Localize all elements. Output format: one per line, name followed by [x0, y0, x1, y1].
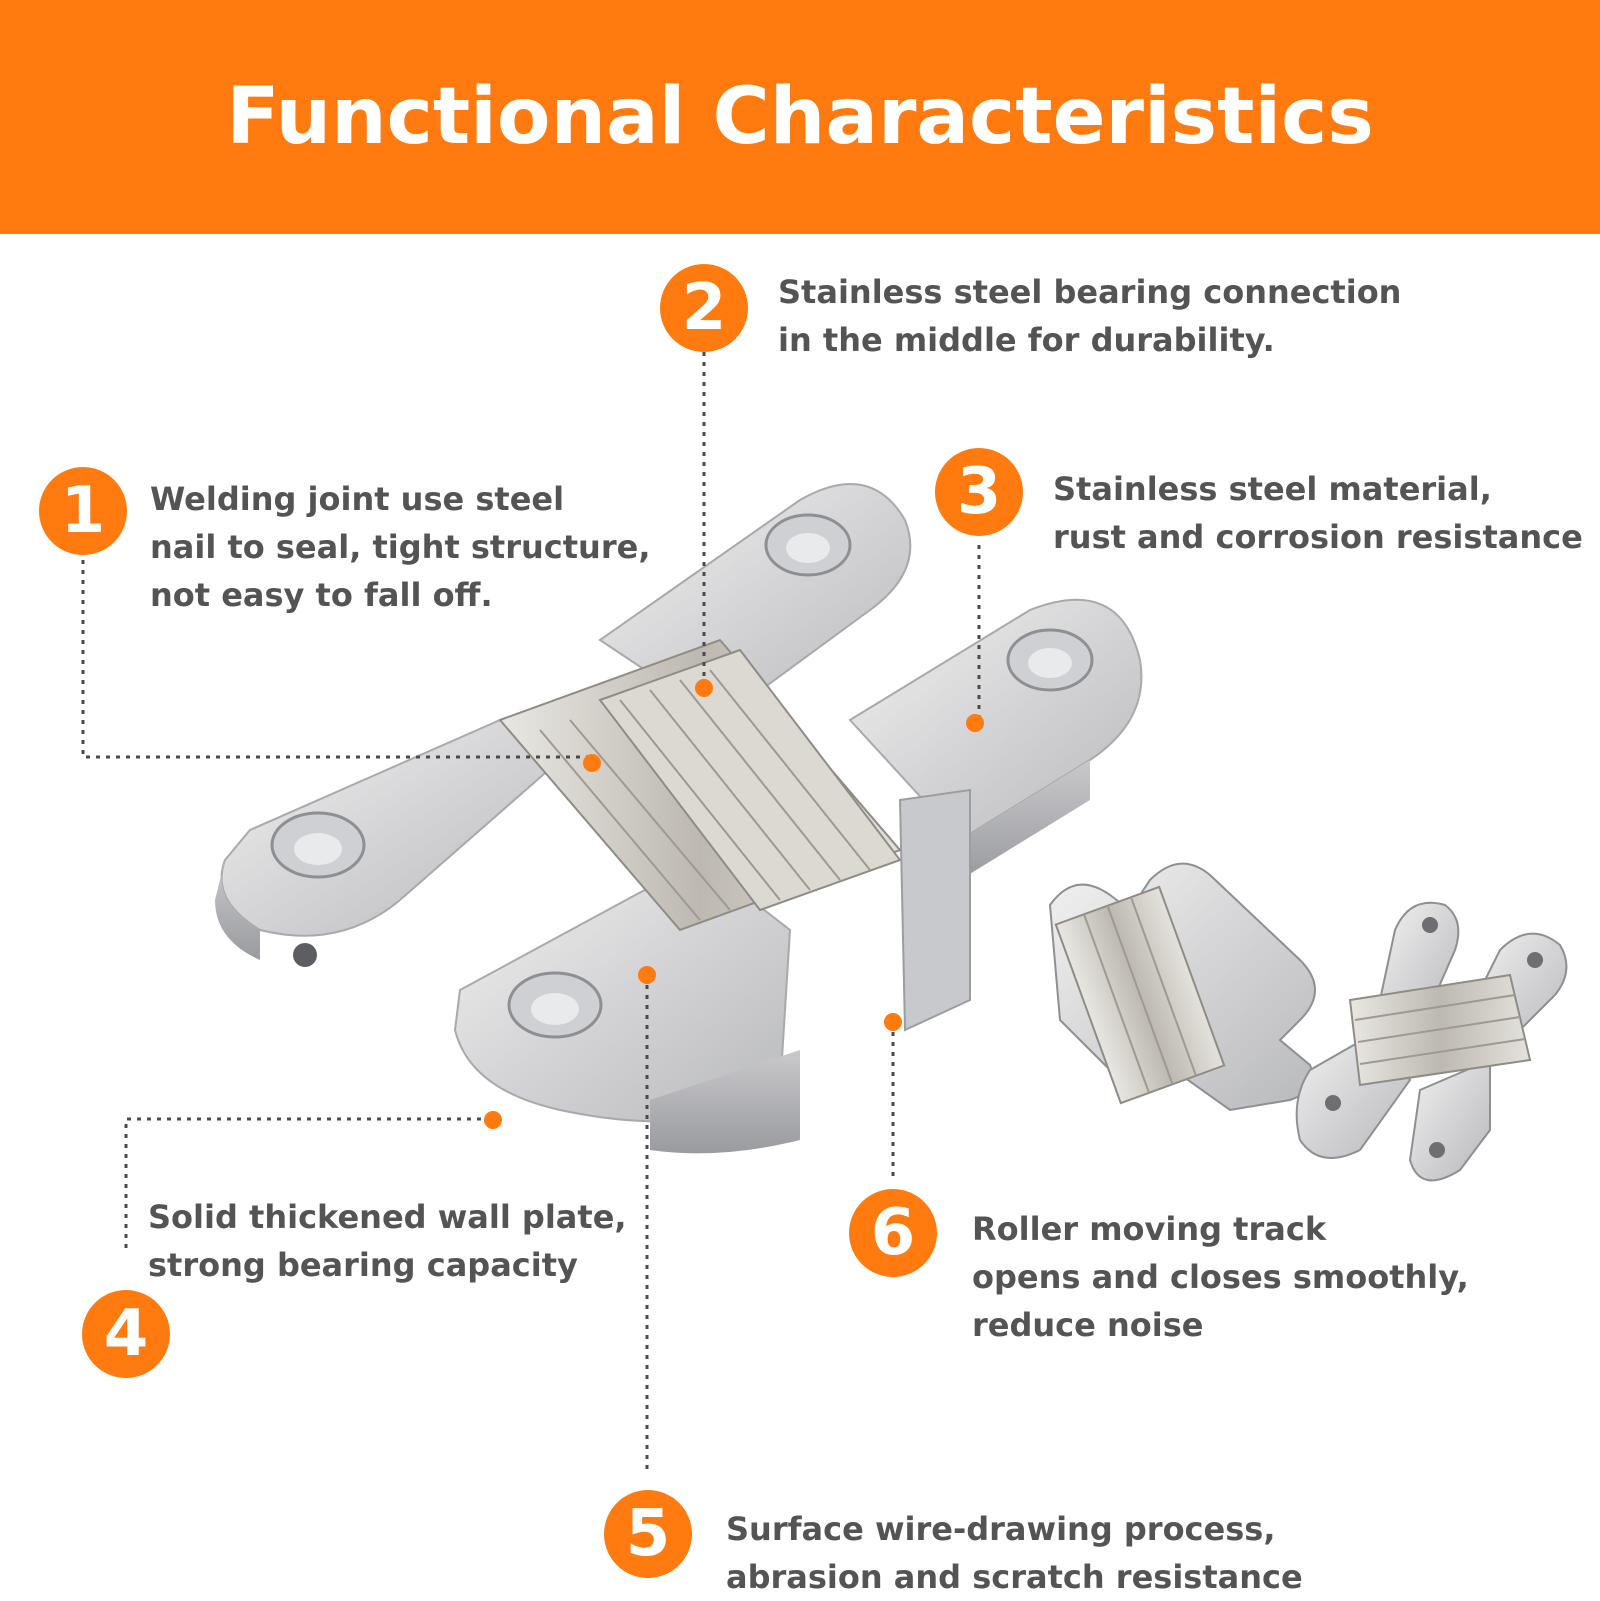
feature-5-text: Surface wire-drawing process, abrasion a…: [726, 1505, 1303, 1601]
feature-3-badge: 3: [935, 448, 1023, 536]
feature-4-badge: 4: [82, 1290, 170, 1378]
header-banner: Functional Characteristics: [0, 0, 1600, 234]
feature-5-line-1: Surface wire-drawing process,: [726, 1510, 1276, 1548]
open-hinge-image: [1295, 901, 1568, 1182]
feature-4-text: Solid thickened wall plate, strong beari…: [148, 1193, 627, 1289]
feature-6-badge: 6: [849, 1189, 937, 1277]
feature-5-line-2: abrasion and scratch resistance: [726, 1558, 1303, 1596]
feature-2-text: Stainless steel bearing connection in th…: [778, 268, 1401, 364]
feature-2-badge: 2: [660, 264, 748, 352]
closed-hinge-image: [1048, 862, 1316, 1112]
feature-1-line-1: Welding joint use steel: [150, 480, 565, 518]
main-hinge-image: [215, 483, 1143, 1154]
feature-4-line-2: strong bearing capacity: [148, 1246, 578, 1284]
feature-2-line-1: Stainless steel bearing connection: [778, 273, 1402, 311]
feature-1-line-2: nail to seal, tight structure,: [150, 528, 651, 566]
feature-6-line-3: reduce noise: [972, 1306, 1204, 1344]
feature-3-line-1: Stainless steel material,: [1053, 470, 1492, 508]
page-title: Functional Characteristics: [226, 72, 1374, 162]
feature-6-line-1: Roller moving track: [972, 1210, 1327, 1248]
leader-lines: [81, 352, 981, 1474]
feature-2-line-2: in the middle for durability.: [778, 321, 1275, 359]
leader-dots: [484, 679, 984, 1129]
feature-1-text: Welding joint use steel nail to seal, ti…: [150, 475, 650, 619]
feature-4-line-1: Solid thickened wall plate,: [148, 1198, 627, 1236]
feature-1-badge: 1: [39, 467, 127, 555]
feature-5-badge: 5: [604, 1490, 692, 1578]
feature-6-line-2: opens and closes smoothly,: [972, 1258, 1469, 1296]
feature-3-text: Stainless steel material, rust and corro…: [1053, 465, 1583, 561]
feature-6-text: Roller moving track opens and closes smo…: [972, 1205, 1469, 1349]
feature-3-line-2: rust and corrosion resistance: [1053, 518, 1583, 556]
feature-1-line-3: not easy to fall off.: [150, 576, 493, 614]
